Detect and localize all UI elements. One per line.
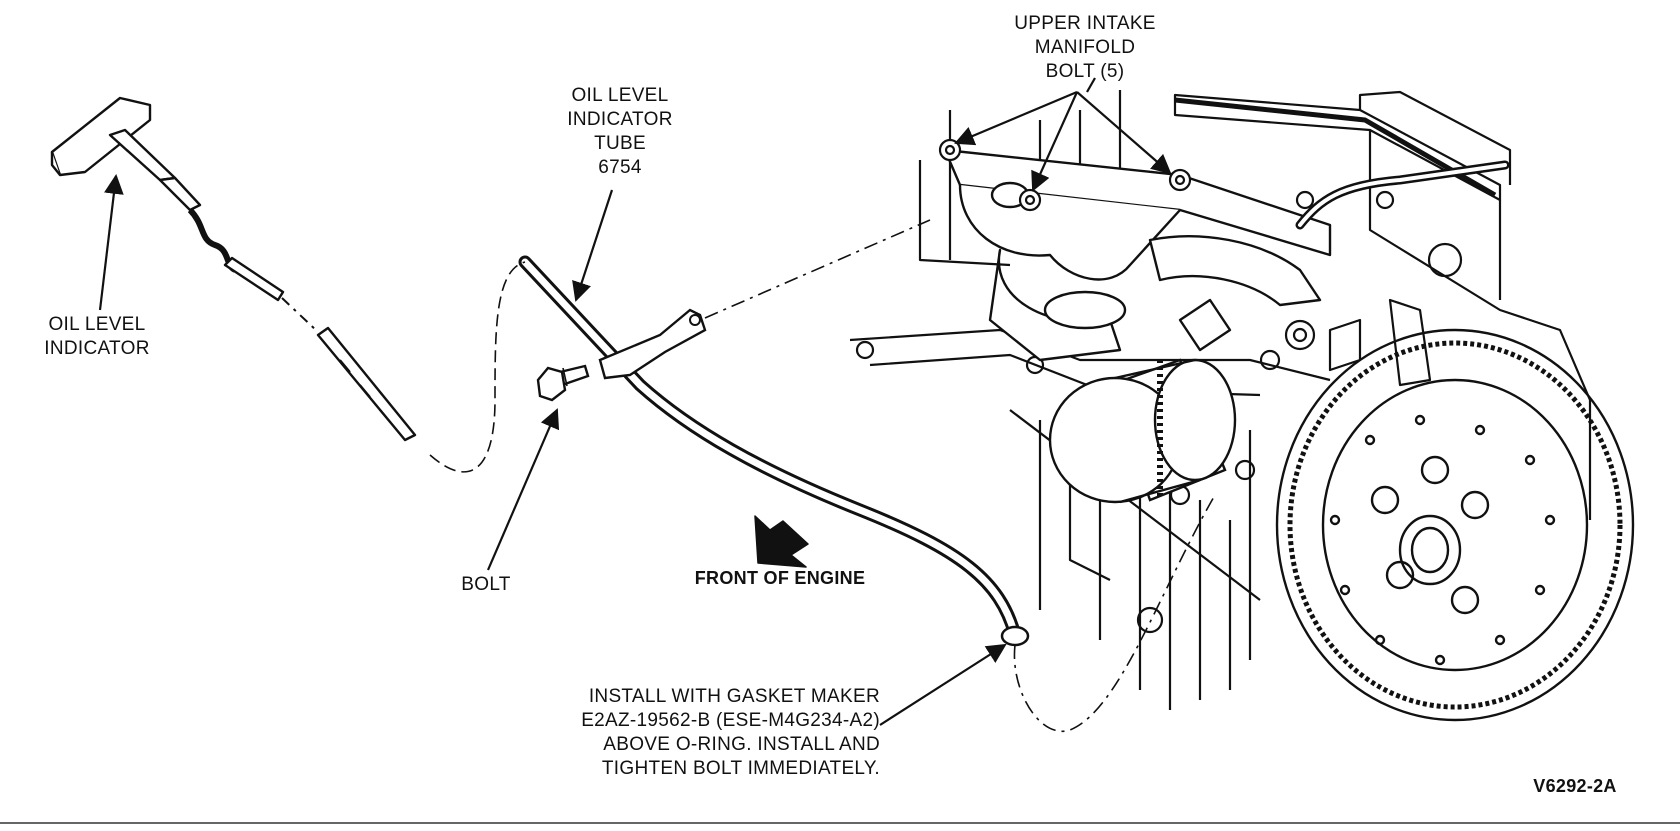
figure-code: V6292-2A <box>1533 776 1617 796</box>
tube-bracket <box>598 308 707 380</box>
manifold-bolts <box>938 138 1395 212</box>
label-front-of-engine: FRONT OF ENGINE <box>694 568 866 588</box>
label-upper-intake-manifold-bolt: UPPER INTAKE MANIFOLD BOLT (5) <box>1014 13 1156 82</box>
flywheel <box>1275 328 1635 722</box>
dipstick-break-line <box>281 297 319 333</box>
phantom-lines <box>429 219 1216 733</box>
bottom-border <box>0 822 1680 824</box>
label-oil-level-indicator-tube: OIL LEVEL INDICATOR TUBE 6754 <box>567 85 673 178</box>
oil-filter <box>1048 358 1237 504</box>
front-direction-arrow-icon <box>754 515 809 568</box>
label-bolt: BOLT <box>461 574 511 595</box>
label-install-note: INSTALL WITH GASKET MAKER E2AZ-19562-B (… <box>581 686 880 779</box>
bolt-drawing <box>536 364 590 402</box>
intake-manifold <box>943 148 1332 362</box>
oil-level-indicator-drawing <box>50 96 417 442</box>
label-oil-level-indicator: OIL LEVEL INDICATOR <box>44 314 150 359</box>
leader-arrows <box>98 77 1172 726</box>
